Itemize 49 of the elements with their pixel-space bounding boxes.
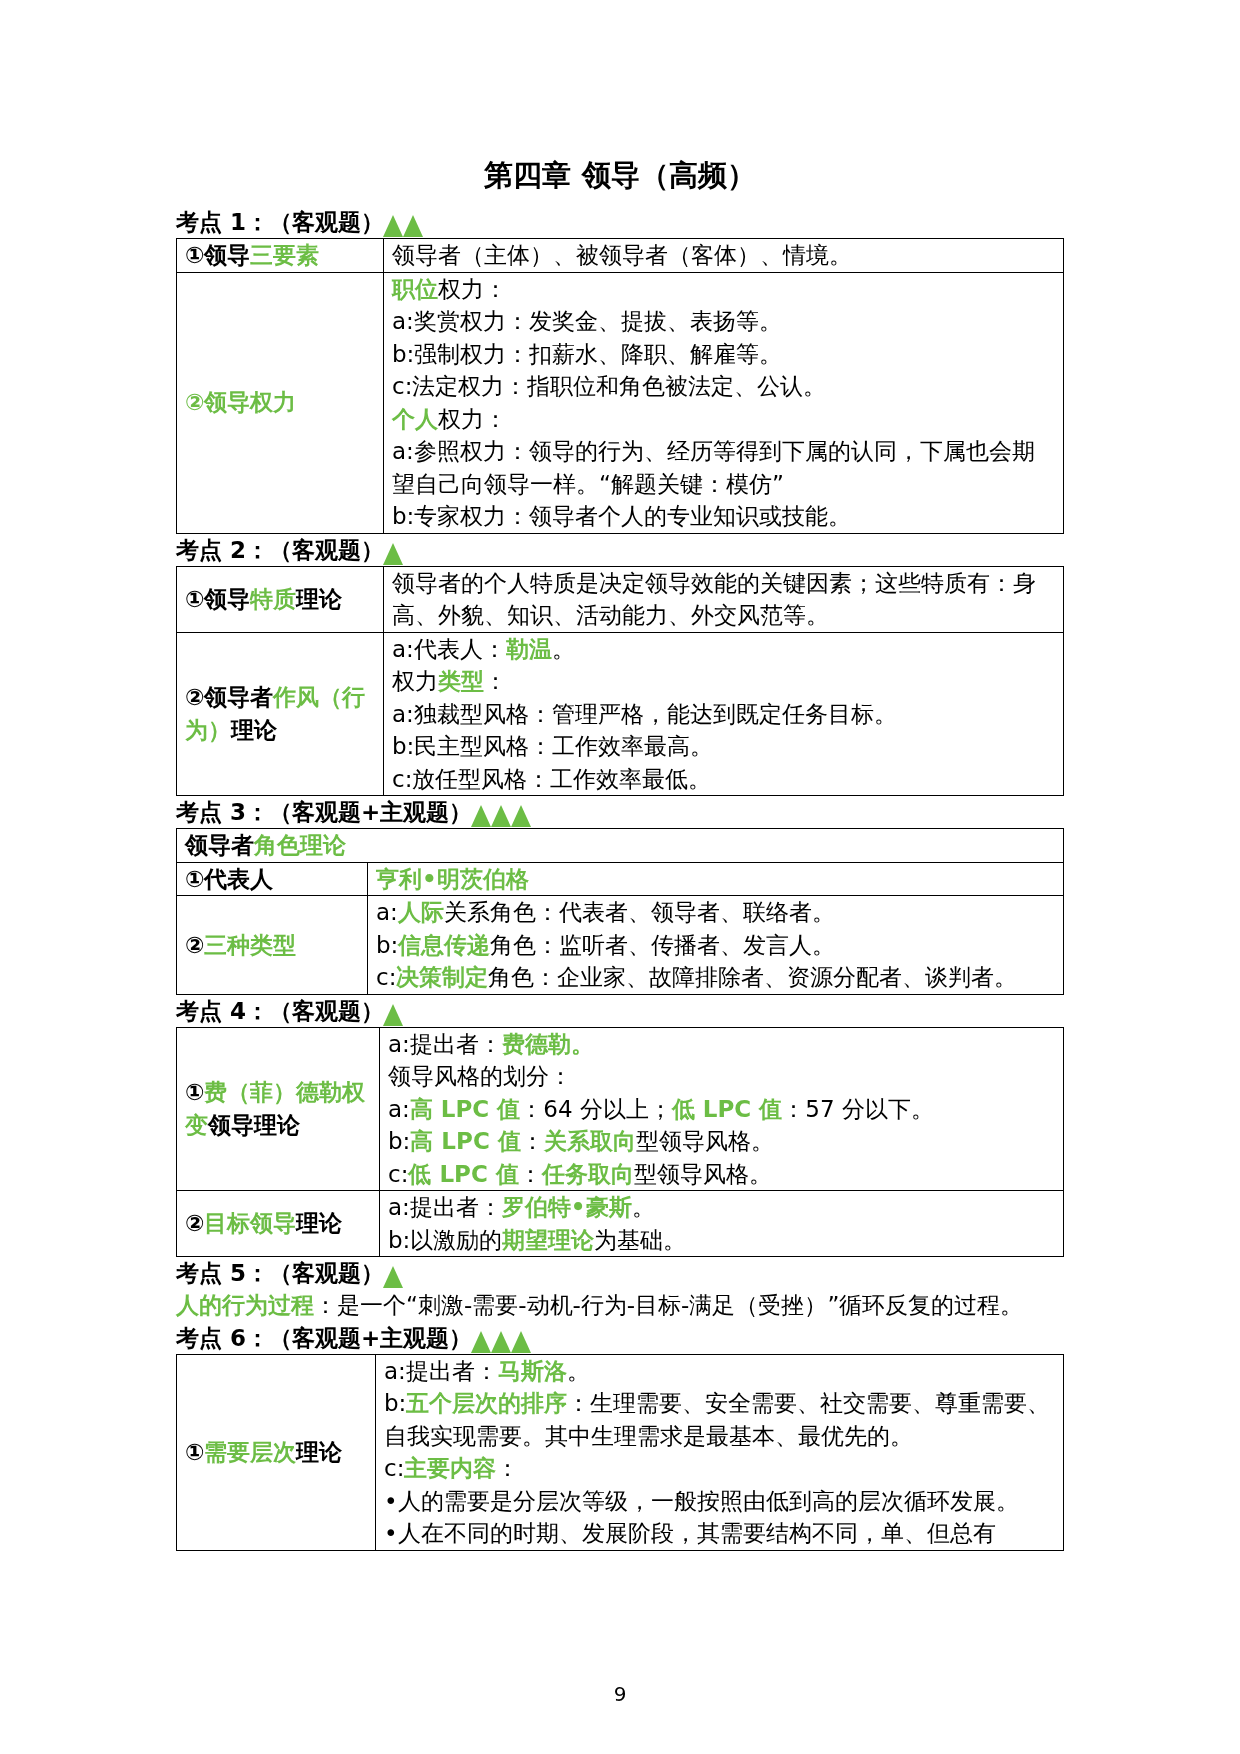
table-header-text: 领导者角色理论 [185, 831, 347, 860]
page-number: 9 [613, 1682, 627, 1706]
cell-text: b:以激励的期望理论为基础。 [388, 1225, 688, 1255]
section-heading: 考点 1：（客观题） [176, 208, 384, 237]
row-heading: ①代表人 [185, 864, 275, 894]
cell-text: 领导者的个人特质是决定领导效能的关键因素；这些特质有：身高、外貌、知识、活动能力、外交风范等。 [392, 568, 1037, 630]
cell-text: a:提出者：费德勒。 [388, 1029, 595, 1059]
cell-text: c:主要内容： [384, 1454, 521, 1483]
cell-text: 个人权力： [392, 404, 508, 434]
cell-text: a:提出者：罗伯特•豪斯。 [388, 1193, 656, 1222]
row-heading: ②领导者作风（行为）理论 [185, 683, 367, 745]
row-heading: ②三种类型 [185, 930, 298, 960]
cell-text: 领导风格的划分： [388, 1062, 573, 1091]
cell-text: •人在不同的时期、发展阶段，其需要结构不同，单、但总有 [384, 1519, 997, 1548]
section-heading: 考点 5：（客观题） [176, 1259, 384, 1288]
row-heading: ②目标领导理论 [185, 1209, 344, 1239]
cell-text: a:参照权力：领导的行为、经历等得到下属的认同，下属也会期望自己向领导一样。“解题关键：模仿” [392, 437, 1036, 499]
cell-text: c:决策制定角色：企业家、故障排除者、资源分配者、谈判者。 [376, 963, 1019, 992]
cell-text: 亨利•明茨伯格 [376, 864, 530, 894]
cell-text: c:法定权力：指职位和角色被法定、公认。 [392, 372, 828, 401]
row-heading: ①需要层次理论 [185, 1437, 344, 1467]
cell-text: •人的需要是分层次等级，一般按照由低到高的层次循环发展。 [384, 1486, 1020, 1516]
cell-text: b:专家权力：领导者个人的专业知识或技能。 [392, 502, 853, 531]
cell-text: 职位权力： [392, 274, 508, 304]
cell-text: b:强制权力：扣薪水、降职、解雇等。 [392, 339, 784, 369]
cell-text: a:提出者：马斯洛。 [384, 1356, 591, 1386]
row-heading: ①领导三要素 [185, 241, 321, 270]
cell-text: 权力类型： [392, 667, 508, 696]
cell-text: c:低 LPC 值：任务取向型领导风格。 [388, 1159, 773, 1189]
note-text: 人的行为过程：是一个“刺激-需要-动机-行为-目标-满足（受挫）”循环反复的过程。 [176, 1291, 1025, 1320]
row-heading: ①领导特质理论 [185, 584, 344, 614]
section-heading: 考点 2：（客观题） [176, 535, 384, 565]
cell-text: c:放任型风格：工作效率最低。 [392, 764, 713, 794]
cell-text: a:奖赏权力：发奖金、提拔、表扬等。 [392, 307, 783, 336]
cell-text: b:五个层次的排序：生理需要、安全需要、社交需要、尊重需要、自我实现需要。其中生理需求是最基本、最优先的。 [384, 1389, 1052, 1451]
page-title: 第四章 领导（高频） [483, 157, 757, 194]
cell-text: b:信息传递角色：监听者、传播者、发言人。 [376, 930, 837, 960]
cell-text: a:人际关系角色：代表者、领导者、联络者。 [376, 898, 836, 927]
section-heading: 考点 6：（客观题+主观题） [176, 1323, 473, 1353]
row-heading: ②领导权力 [185, 388, 298, 418]
row-heading: ①费（菲）德勒权变领导理论 [185, 1078, 367, 1140]
cell-text: b:民主型风格：工作效率最高。 [392, 732, 715, 761]
section-heading: 考点 3：（客观题+主观题） [176, 798, 473, 827]
cell-text: a:独裁型风格：管理严格，能达到既定任务目标。 [392, 699, 898, 729]
cell-text: b:高 LPC 值：关系取向型领导风格。 [388, 1127, 775, 1156]
section-heading: 考点 4：（客观题） [176, 996, 384, 1026]
cell-text: 领导者（主体）、被领导者（客体）、情境。 [392, 241, 853, 270]
cell-text: a:高 LPC 值：64 分以上；低 LPC 值：57 分以下。 [388, 1094, 935, 1124]
cell-text: a:代表人：勒温。 [392, 634, 576, 664]
